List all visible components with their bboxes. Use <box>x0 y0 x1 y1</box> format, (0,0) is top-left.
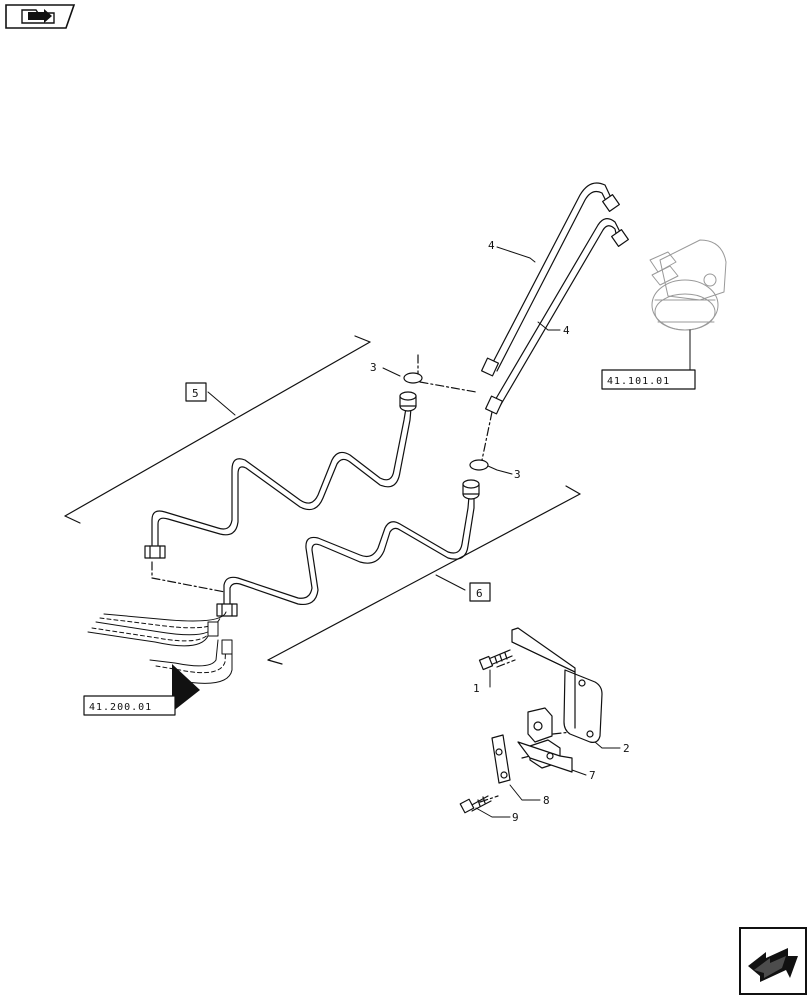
assembly-frame-lower-tick <box>267 659 283 665</box>
o-ring-upper <box>403 372 423 384</box>
item-box-5 <box>185 382 207 402</box>
hydraulic-tube-5 <box>151 407 412 546</box>
item-box-6 <box>469 582 491 602</box>
callout-1: 1 <box>473 682 480 695</box>
bolt-1 <box>478 649 513 671</box>
leader-lines <box>174 246 691 818</box>
callout-4a: 4 <box>488 239 495 252</box>
o-ring-lower <box>469 459 489 471</box>
callout-7: 7 <box>589 769 596 782</box>
plate-8 <box>491 734 511 784</box>
assembly-frame-lower <box>267 493 581 661</box>
arrow-back-icon <box>5 4 76 29</box>
valve-block-body <box>172 664 200 712</box>
ref-box-valve <box>83 695 176 716</box>
callout-8: 8 <box>543 794 550 807</box>
callout-6: 6 <box>476 587 483 600</box>
bolt-9 <box>459 795 492 814</box>
hydraulic-hose-4b <box>485 218 629 415</box>
hydraulic-hose-4a <box>481 182 620 377</box>
clamp-7 <box>517 707 573 773</box>
arrow-forward-icon <box>739 927 807 995</box>
tube-fitting-top-left <box>144 545 166 559</box>
centerlines <box>151 354 591 803</box>
assembly-frame-upper <box>64 341 371 517</box>
hydraulic-tube-6 <box>223 495 475 606</box>
assembly-frame-lower-tick2 <box>565 485 581 495</box>
callout-5: 5 <box>192 387 199 400</box>
tube-fitting-upper-right <box>399 391 417 412</box>
callout-2: 2 <box>623 742 630 755</box>
callout-4b: 4 <box>563 324 570 337</box>
ref-box-motor <box>601 369 696 390</box>
callout-3b: 3 <box>514 468 521 481</box>
tube-fitting-bottom <box>216 603 238 617</box>
back-nav-button[interactable] <box>4 3 76 30</box>
callout-9: 9 <box>512 811 519 824</box>
assembly-frame-upper-tick2 <box>354 335 371 343</box>
valve-block-lines <box>87 611 233 684</box>
tube-fitting-lower-right <box>462 479 480 500</box>
forward-nav-button[interactable] <box>738 926 808 996</box>
ref-label-valve: 41.200.01 <box>89 702 152 713</box>
bracket-2 <box>511 627 603 743</box>
ref-label-motor: 41.101.01 <box>607 376 670 387</box>
callout-3a: 3 <box>370 361 377 374</box>
assembly-frame-upper-tick <box>64 515 81 524</box>
hydraulic-motor <box>649 239 727 331</box>
